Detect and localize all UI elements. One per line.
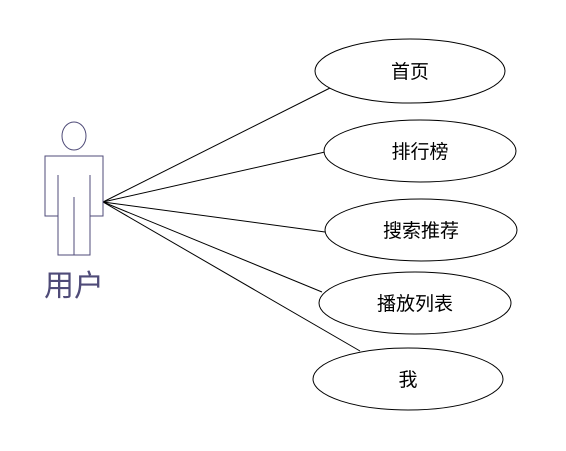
use-case-ellipse bbox=[312, 347, 504, 411]
association-line-2 bbox=[102, 151, 326, 203]
use-case-ellipse bbox=[314, 38, 506, 104]
use-case-ellipse bbox=[324, 198, 518, 262]
association-line-3 bbox=[102, 201, 326, 233]
association-line-1 bbox=[102, 86, 333, 203]
use-case-label: 首页 bbox=[391, 61, 429, 83]
actor-head bbox=[61, 121, 87, 151]
use-case-ellipse bbox=[318, 271, 512, 335]
use-case-3: 搜索推荐 bbox=[324, 198, 518, 262]
use-case-2: 排行榜 bbox=[323, 119, 517, 183]
use-case-1: 首页 bbox=[314, 38, 506, 104]
use-case-ellipse bbox=[323, 119, 517, 183]
use-case-label: 搜索推荐 bbox=[383, 220, 459, 242]
use-case-label: 播放列表 bbox=[377, 293, 453, 315]
actor-figure bbox=[44, 121, 104, 256]
association-line-4 bbox=[102, 201, 323, 293]
use-case-label: 排行榜 bbox=[391, 141, 448, 163]
association-line-5 bbox=[102, 201, 361, 352]
use-case-label: 我 bbox=[398, 369, 417, 391]
associations bbox=[102, 86, 361, 352]
use-case-4: 播放列表 bbox=[318, 271, 512, 335]
actor-label: 用户 bbox=[44, 269, 104, 304]
use-case-5: 我 bbox=[312, 347, 504, 411]
